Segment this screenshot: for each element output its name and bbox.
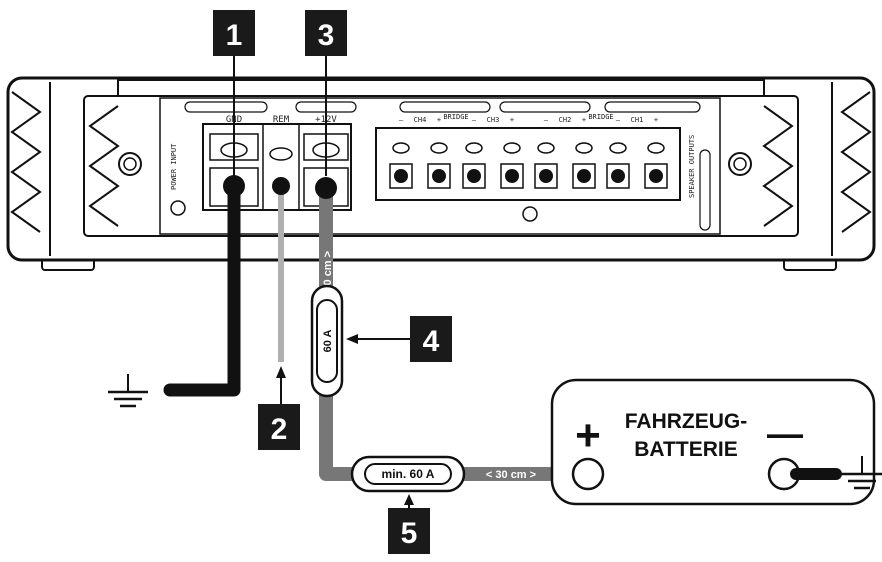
speaker-outputs-label: SPEAKER OUTPUTS [688, 135, 696, 198]
ch2-plus: + [582, 116, 586, 124]
speaker-terminal-hole [539, 169, 553, 183]
callout-5 [388, 508, 430, 554]
heatsink-right-inner [762, 105, 794, 227]
speaker-terminal-screw [503, 142, 521, 154]
remote-cable-end [272, 177, 290, 195]
bridge-label-left: BRIDGE [443, 113, 468, 121]
callout-5-arrow [404, 494, 414, 505]
screw-small-center [522, 206, 538, 222]
callout-2-number: 2 [271, 413, 288, 446]
speaker-terminal-block [375, 127, 681, 201]
power-cable [319, 186, 572, 481]
amp-top-rail [117, 79, 765, 97]
callout-2 [258, 404, 300, 450]
ground-symbol-left [108, 374, 148, 408]
callout-2-arrow [276, 366, 286, 378]
ch1-minus: – [616, 116, 621, 124]
bridge-label-right: BRIDGE [588, 113, 613, 121]
heatsink-right-outer [840, 91, 872, 233]
callout-1-number: 1 [226, 19, 243, 52]
speaker-terminal-hole [505, 169, 519, 183]
battery-minus-sign: — [767, 413, 803, 454]
battery-plus-sign: + [575, 411, 601, 460]
screw-small-left [170, 200, 186, 216]
speaker-terminal-hole [611, 169, 625, 183]
callout-3 [305, 10, 347, 56]
amplifier: POWER INPUT SPEAKER OUTPUTS GND REM +12V… [6, 76, 876, 271]
callout-4-arrow [346, 334, 358, 344]
speaker-terminal-hole [649, 169, 663, 183]
fuse-main-label: min. 60 A [382, 467, 435, 481]
power-cable-end [315, 177, 337, 199]
callout-1 [213, 10, 255, 56]
channel-labels: – CH4 + BRIDGE – CH3 + – CH2 + BRIDGE – … [399, 113, 658, 124]
ground-symbol-right [836, 456, 882, 490]
ch2-name: CH2 [559, 116, 572, 124]
callout-3-number: 3 [318, 19, 335, 52]
speaker-terminal-screw [609, 142, 627, 154]
ch4-plus: + [437, 116, 441, 124]
distance-horizontal: < 30 cm > [486, 469, 536, 481]
ch1-name: CH1 [631, 116, 644, 124]
speaker-terminal-screw [465, 142, 483, 154]
ch3-plus: + [510, 116, 514, 124]
speaker-terminal-hole [467, 169, 481, 183]
callout-4 [410, 316, 452, 362]
speaker-terminals [389, 142, 668, 189]
ch2-minus: – [544, 116, 549, 124]
ch4-minus: – [399, 116, 404, 124]
ground-cable-end [223, 175, 245, 197]
speaker-terminal-screw [575, 142, 593, 154]
ch3-minus: – [472, 116, 477, 124]
ch3-name: CH3 [487, 116, 500, 124]
speaker-terminal-screw [430, 142, 448, 154]
heatsink-left-outer [10, 91, 42, 233]
callout-5-number: 5 [401, 517, 418, 550]
speaker-terminal-hole [432, 169, 446, 183]
fuse-near-label: 60 A [322, 330, 334, 353]
battery-label-line1: FAHRZEUG- [625, 410, 748, 433]
speaker-terminal-screw [392, 142, 410, 154]
battery-plus-terminal [571, 457, 605, 491]
callout-4-number: 4 [423, 325, 440, 358]
ch4-name: CH4 [414, 116, 427, 124]
ground-cable [163, 179, 241, 397]
speaker-terminal-hole [577, 169, 591, 183]
power-input-label: POWER INPUT [170, 143, 178, 190]
speaker-terminal-screw [537, 142, 555, 154]
speaker-terminal-screw [647, 142, 665, 154]
ch1-plus: + [654, 116, 658, 124]
battery-label-line2: BATTERIE [634, 438, 737, 461]
rem-screw [269, 147, 293, 161]
heatsink-left-inner [88, 105, 120, 227]
speaker-terminal-hole [394, 169, 408, 183]
terminal-label-rem: REM [273, 115, 290, 125]
